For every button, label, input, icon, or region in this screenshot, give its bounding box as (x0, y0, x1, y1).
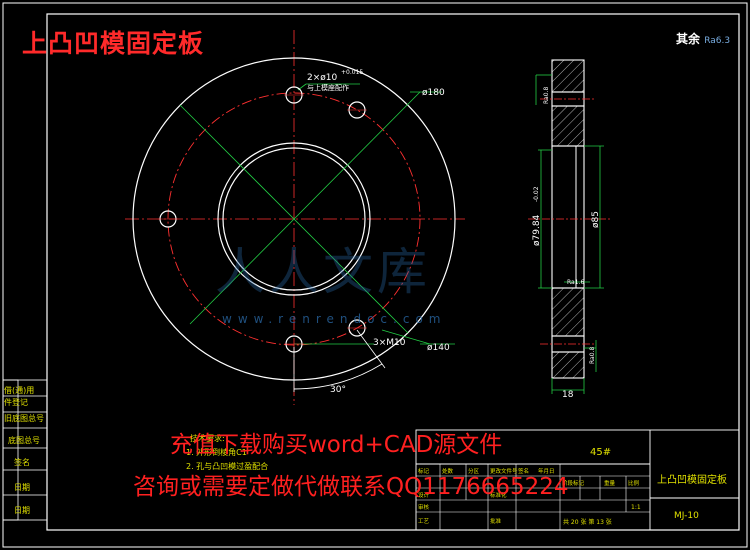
left-stamp-labels: 借(通)用 件登记 旧底图总号 底图总号 签名 日期 日期 (4, 385, 44, 515)
tech-req-item-2: 2. 孔与凸凹模过盈配合 (186, 461, 268, 471)
section-top-hatch-1 (551, 59, 585, 93)
section-bottom-hatch-1 (551, 287, 585, 337)
angle-ext-line-2 (356, 329, 386, 369)
sheet-count: 共 20 张 第 13 张 (563, 518, 612, 526)
dim-counterbore: ø79.84 (532, 214, 542, 246)
promo-line-1: 充值下载购买word+CAD源文件 (170, 432, 503, 458)
hole-note-line2: 与上模座配作 (307, 83, 349, 92)
stamp-label-4: 签名 (14, 457, 30, 467)
part-name: 上凸凹模固定板 (657, 473, 727, 486)
dim-thread: 3×M10 (373, 338, 406, 348)
hole-note-line1: 2×ø10 (307, 73, 337, 83)
stamp-label-0: 借(通)用 (4, 385, 34, 395)
hole-center-marks (158, 94, 367, 345)
promo-line-2: 咨询或需要定做代做联系QQ1176665224 (133, 474, 569, 500)
stamp-label-2: 旧底图总号 (4, 413, 44, 423)
roughness-mid: Ra1.6 (567, 279, 584, 286)
stamp-label-3: 底图总号 (8, 435, 40, 445)
watermark-url: www.renrendoc.com (222, 312, 447, 326)
front-view (125, 30, 465, 405)
title-block-text: 45# 上凸凹模固定板 MJ-10 1:1 共 20 张 第 13 张 标记 处… (418, 447, 727, 526)
tb-label-3: 更改文件号 (490, 467, 518, 475)
tech-req-heading: 技术要求: (190, 433, 225, 443)
roughness-left-top: Ra0.8 (543, 87, 550, 104)
dim-bolt-circle: ø140 (427, 343, 450, 353)
tb-label-4: 签名 (518, 467, 529, 475)
tech-req-item-1: 1. 外形倒棱角C1 (186, 447, 247, 457)
stamp-label-1: 件登记 (4, 397, 28, 407)
section-bore (551, 145, 585, 289)
hole-note-tol: +0.015 (341, 69, 363, 76)
inner-frame (46, 13, 740, 531)
title-block (415, 429, 740, 531)
tb-label-13: 批准 (490, 517, 502, 525)
rest-roughness: 其余 Ra6.3 (676, 30, 730, 47)
dim-counterbore-tol: -0.02 (533, 186, 540, 202)
section-dimension-lines (535, 74, 604, 394)
tb-label-11: 审核 (418, 503, 430, 511)
scale-value: 1:1 (631, 504, 641, 511)
angle-30-arc (293, 363, 383, 390)
tb-label-6: 设计 (418, 491, 430, 499)
dim-outer-diameter: ø180 (422, 88, 445, 98)
stamp-label-6: 日期 (14, 506, 30, 515)
tb-label-5: 年月日 (538, 467, 555, 475)
section-bottom-hatch-2 (551, 351, 585, 379)
tb-label-10: 比例 (628, 479, 640, 487)
material-label: 45# (590, 447, 611, 458)
rest-roughness-value: Ra6.3 (704, 36, 731, 46)
tech-requirements: 技术要求: 1. 外形倒棱角C1 2. 孔与凸凹模过盈配合 (186, 433, 268, 471)
bolt-circle (167, 92, 421, 346)
drawing-number: MJ-10 (674, 511, 699, 521)
left-stamp-block (2, 379, 48, 521)
section-top-hatch-2 (551, 105, 585, 147)
tb-label-12: 工艺 (418, 518, 430, 525)
page-title: 上凸凹模固定板 (22, 29, 205, 58)
diagonal-line-b (189, 91, 421, 325)
rest-roughness-label: 其余 (676, 32, 701, 46)
dim-angle: 30° (330, 385, 346, 395)
stamp-label-5: 日期 (14, 483, 30, 492)
section-view (528, 59, 610, 394)
tb-label-7: 标准化 (490, 491, 507, 499)
dim-bore: ø85 (591, 211, 601, 228)
bore-inner-circle (222, 147, 366, 291)
watermark-brand: 人人文库 (215, 243, 431, 301)
tb-label-0: 标记 (418, 467, 430, 475)
tb-label-2: 分区 (468, 467, 480, 475)
tb-label-8: 阶段标记 (562, 479, 585, 487)
tb-label-1: 处数 (442, 467, 454, 475)
title-block-row-labels: 标记 处数 分区 更改文件号 签名 年月日 设计 标准化 阶段标记 重量 比例 … (418, 467, 640, 525)
bore-outer-circle (217, 142, 371, 296)
leader-d140 (381, 329, 431, 345)
roughness-right: Ra0.8 (589, 347, 596, 364)
dim-thickness: 18 (562, 390, 574, 400)
tb-label-9: 重量 (604, 479, 616, 487)
